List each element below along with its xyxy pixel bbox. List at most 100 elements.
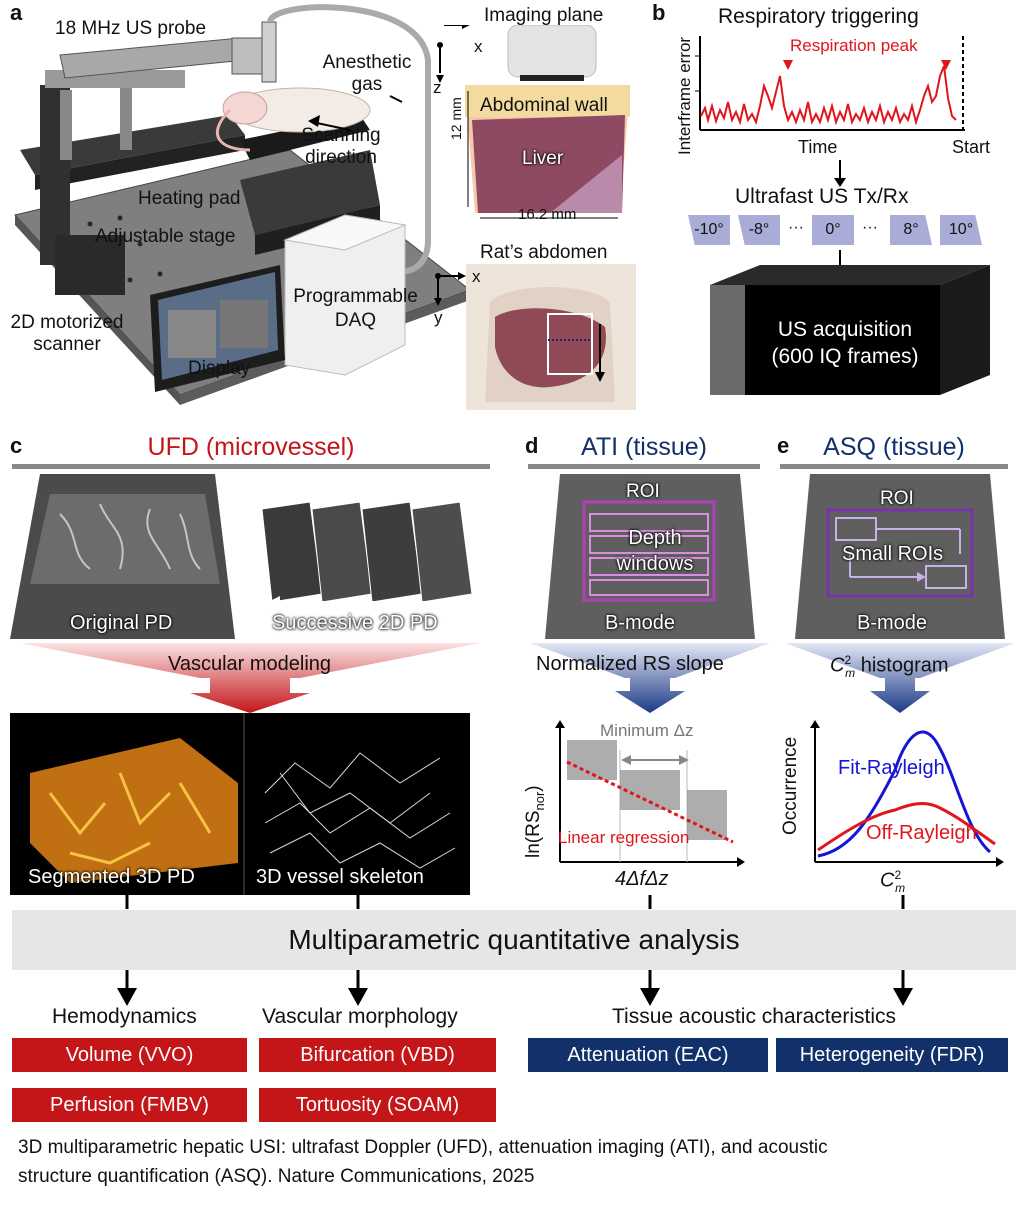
cm-axis-symbol: C (880, 869, 895, 892)
cm-sub: m (845, 665, 856, 680)
asq-bmode-label: B-mode (857, 612, 928, 634)
asq-arrow (785, 643, 1015, 713)
label-width-16mm: 16.2 mm (518, 206, 577, 223)
angle-ellipsis: ··· (862, 219, 878, 236)
linear-regression-label: Linear regression (558, 828, 690, 847)
fit-rayleigh-label: Fit-Rayleigh (838, 757, 945, 779)
acquisition-line1: US acquisition (777, 318, 913, 341)
angle-box: -8° (738, 215, 780, 245)
axis-x-label-rat: x (472, 267, 481, 286)
angle-box: -10° (688, 215, 730, 245)
3d-vessel-renderings (10, 713, 470, 895)
caption-line-1: 3D multiparametric hepatic USI: ultrafas… (18, 1137, 828, 1158)
vascular-modeling-arrow (20, 643, 480, 713)
off-rayleigh-label: Off-Rayleigh (866, 822, 977, 844)
label-anesthetic-gas: Anesthetic gas (322, 52, 412, 95)
vascular-modeling-label: Vascular modeling (168, 653, 332, 675)
angle-ellipsis: ··· (788, 219, 804, 236)
ln-rs-close: ) (523, 785, 544, 792)
ufd-title: UFD (microvessel) (147, 433, 355, 461)
respiratory-title: Respiratory triggering (718, 5, 919, 28)
output-volume: Volume (VVO) (12, 1038, 247, 1072)
imaging-plane-title: Imaging plane (484, 5, 604, 26)
time-axis-label: Time (798, 137, 838, 157)
label-display: Display (188, 358, 251, 379)
asq-header: ASQ (tissue) (780, 433, 1008, 469)
output-tortuosity: Tortuosity (SOAM) (259, 1088, 496, 1122)
vessel-skeleton-label: 3D vessel skeleton (256, 866, 424, 888)
ln-rs-text: ln(RS (523, 810, 544, 858)
label-heating-pad: Heating pad (138, 188, 241, 209)
ati-roi-label: ROI (626, 481, 660, 502)
respiratory-trace-chart (695, 36, 965, 131)
rs-slope-label: Normalized RS slope (536, 653, 724, 675)
analysis-title: Multiparametric quantitative analysis (288, 924, 740, 955)
ati-bmode-image (545, 474, 755, 639)
imaging-plane-diagram (436, 25, 630, 219)
ati-arrow (530, 643, 770, 713)
caption-line-2: structure quantification (ASQ). Nature C… (18, 1166, 535, 1187)
imaging-setup-illustration (14, 4, 470, 405)
start-label: Start (952, 137, 991, 157)
tissue-characteristics-label: Tissue acoustic characteristics (612, 1005, 896, 1028)
label-daq: Programmable DAQ (293, 286, 418, 331)
cm-sup: 2 (844, 653, 852, 667)
respiration-peak-label: Respiration peak (790, 36, 918, 55)
analysis-banner: Multiparametric quantitative analysis (12, 910, 1016, 970)
asq-title: ASQ (tissue) (823, 433, 965, 461)
cm-histogram-chart (810, 720, 1004, 867)
panel-label-e: e (777, 433, 790, 458)
minimum-dz-label: Minimum Δz (600, 721, 694, 740)
doppler-images (10, 474, 480, 639)
hemodynamics-label: Hemodynamics (52, 1005, 197, 1028)
axis-y-label-rat: y (434, 308, 443, 327)
ati-title: ATI (tissue) (581, 433, 707, 461)
acquisition-line2: (600 IQ frames) (771, 345, 919, 368)
output-heterogeneity: Heterogeneity (FDR) (776, 1038, 1008, 1072)
rat-abdomen-title: Rat’s abdomen (480, 242, 608, 263)
ati-bmode-label: B-mode (605, 612, 676, 634)
arrow-down-1 (834, 160, 846, 187)
cm-x-axis-label: C2m (880, 868, 905, 895)
interframe-error-label: Interframe error (675, 36, 694, 155)
panel-label-d: d (525, 433, 539, 458)
label-probe: 18 MHz US probe (55, 18, 207, 39)
label-scanning-direction: Scanning direction (301, 125, 381, 168)
label-abdominal-wall: Abdominal wall (480, 95, 608, 116)
rs-slope-chart (555, 720, 745, 867)
label-adjustable-stage: Adjustable stage (95, 226, 236, 247)
acquisition-block (710, 265, 990, 395)
angle-box: 8° (890, 215, 932, 245)
occurrence-axis-label: Occurrence (780, 736, 801, 835)
ati-header: ATI (tissue) (528, 433, 760, 469)
rat-abdomen-diagram (434, 264, 636, 410)
angle-box: 10° (940, 215, 982, 245)
ati-header-bar (528, 464, 760, 469)
small-rois-label: Small ROIs (842, 543, 944, 565)
angle-row: -10° -8° ··· 0° ··· 8° 10° (688, 215, 983, 247)
cm-symbol: C (830, 654, 845, 677)
vascular-morphology-label: Vascular morphology (262, 1005, 458, 1028)
ati-x-axis-label: 4ΔfΔz (615, 868, 669, 890)
asq-roi-label: ROI (880, 488, 914, 509)
ln-rs-axis-label: ln(RSnor) (523, 785, 547, 858)
ufd-header: UFD (microvessel) (12, 433, 490, 469)
label-depth-12mm: 12 mm (448, 97, 464, 140)
output-arrows (117, 970, 913, 1006)
axis-z-label-plane: z (433, 78, 442, 97)
output-perfusion: Perfusion (FMBV) (12, 1088, 247, 1122)
asq-bmode-image (795, 474, 1005, 639)
depth-windows-label: Depth windows (616, 527, 694, 575)
successive-pd-label: Successive 2D PD (272, 612, 438, 634)
original-pd-label: Original PD (70, 612, 173, 634)
cm-histogram-label: C2m histogram (830, 653, 949, 680)
output-attenuation: Attenuation (EAC) (528, 1038, 768, 1072)
ln-rs-subscript: nor (531, 791, 547, 811)
asq-header-bar (780, 464, 1008, 469)
output-bifurcation: Bifurcation (VBD) (259, 1038, 496, 1072)
panel-label-c: c (10, 433, 23, 458)
histogram-word: histogram (860, 654, 949, 677)
connector-ticks (125, 895, 905, 909)
label-motorized-scanner: 2D motorized scanner (10, 312, 124, 355)
segmented-3d-label: Segmented 3D PD (28, 866, 195, 888)
